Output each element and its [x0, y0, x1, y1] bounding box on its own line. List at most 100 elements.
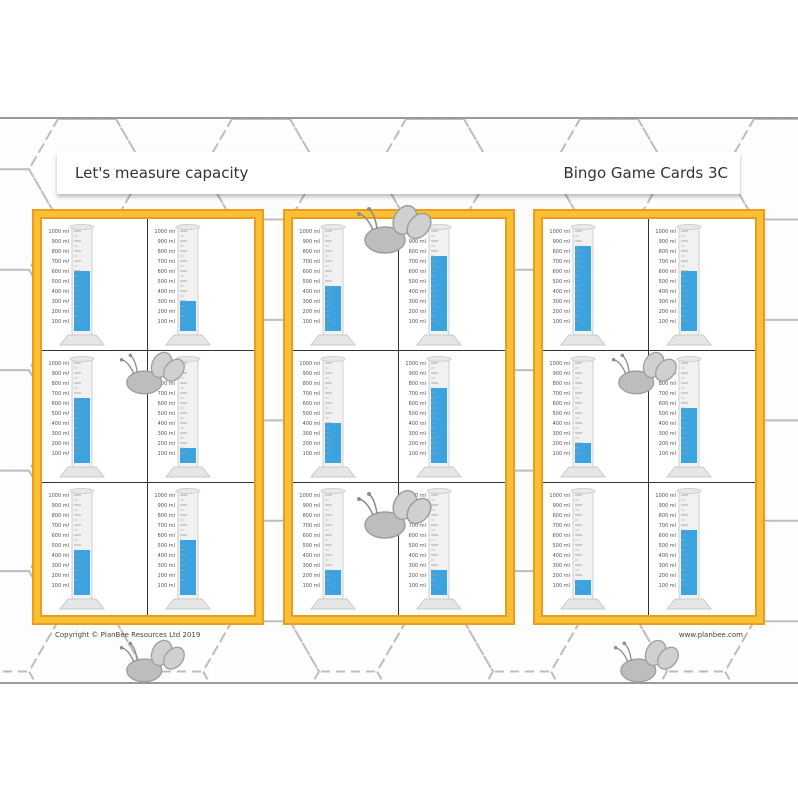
scale-label: 300 ml: [553, 563, 570, 569]
scale-label: 200 ml: [158, 573, 175, 579]
liquid-fill: [325, 286, 341, 331]
scale-label: 900 ml: [409, 239, 426, 245]
scale-label: 800 ml: [303, 249, 320, 255]
header-banner: Let's measure capacity Bingo Game Cards …: [57, 152, 740, 194]
scale-label: 100 ml: [409, 583, 426, 589]
scale-label: 100 ml: [303, 319, 320, 325]
scale-label: 700 ml: [409, 523, 426, 529]
scale-label: 300 ml: [303, 299, 320, 305]
scale-label: 900 ml: [158, 239, 175, 245]
scale-label: 800 ml: [409, 381, 426, 387]
cylinder-rim: [676, 356, 702, 362]
scale-label: 600 ml: [303, 401, 320, 407]
scale-label: 800 ml: [409, 249, 426, 255]
scale-label: 500 ml: [158, 279, 175, 285]
cylinder-rim: [570, 356, 596, 362]
scale-label: 100 ml: [303, 583, 320, 589]
cylinder-base: [559, 334, 607, 346]
liquid-fill: [431, 388, 447, 463]
scale-label: 200 ml: [158, 309, 175, 315]
scale-label: 400 ml: [409, 421, 426, 427]
bee-icon: [611, 351, 680, 395]
scale-label: 400 ml: [553, 421, 570, 427]
cylinder-base: [309, 466, 357, 478]
bee-icon: [613, 639, 682, 682]
scale-label: 800 ml: [158, 249, 175, 255]
scale-label: 300 ml: [158, 563, 175, 569]
scale-label: 200 ml: [553, 441, 570, 447]
bee-icon: [119, 639, 188, 682]
scale-label: 100 ml: [553, 451, 570, 457]
scale-label: 100 ml: [659, 451, 676, 457]
scale-label: 300 ml: [659, 299, 676, 305]
scale-label: 800 ml: [659, 249, 676, 255]
page-title: Let's measure capacity: [75, 164, 249, 182]
scale-label: 600 ml: [303, 533, 320, 539]
cylinder-base: [58, 334, 106, 346]
cylinder-rim: [426, 356, 452, 362]
scale-label: 100 ml: [553, 583, 570, 589]
scale-label: 400 ml: [303, 553, 320, 559]
scale-label: 500 ml: [303, 411, 320, 417]
liquid-fill: [180, 540, 196, 595]
liquid-fill: [180, 448, 196, 463]
cylinder-rim: [320, 488, 346, 494]
bee-icon: [356, 489, 435, 539]
scale-label: 400 ml: [158, 289, 175, 295]
liquid-fill: [325, 570, 341, 595]
scale-label: 900 ml: [553, 503, 570, 509]
scale-label: 200 ml: [52, 441, 69, 447]
cylinder-rim: [320, 356, 346, 362]
liquid-fill: [575, 246, 591, 331]
scale-label: 400 ml: [659, 289, 676, 295]
scale-label: 700 ml: [303, 391, 320, 397]
scale-label: 800 ml: [553, 513, 570, 519]
scale-label: 600 ml: [158, 533, 175, 539]
scale-label: 300 ml: [553, 299, 570, 305]
scale-label: 200 ml: [158, 441, 175, 447]
cylinder-base: [415, 598, 463, 610]
scale-label: 800 ml: [303, 381, 320, 387]
scale-label: 500 ml: [158, 543, 175, 549]
scale-label: 900 ml: [303, 503, 320, 509]
website-text: www.planbee.com: [678, 631, 743, 639]
scale-label: 900 ml: [303, 371, 320, 377]
scale-label: 1000 ml: [48, 493, 69, 499]
scale-label: 600 ml: [659, 401, 676, 407]
scale-label: 500 ml: [52, 279, 69, 285]
scale-label: 800 ml: [52, 381, 69, 387]
scale-label: 300 ml: [553, 431, 570, 437]
scale-label: 500 ml: [659, 411, 676, 417]
cylinder-rim: [676, 224, 702, 230]
scale-label: 100 ml: [158, 583, 175, 589]
scale-label: 800 ml: [303, 513, 320, 519]
scale-label: 200 ml: [303, 573, 320, 579]
scale-label: 500 ml: [158, 411, 175, 417]
scale-label: 900 ml: [158, 503, 175, 509]
scale-label: 1000 ml: [154, 493, 175, 499]
scale-label: 400 ml: [409, 289, 426, 295]
scale-label: 300 ml: [52, 431, 69, 437]
scale-label: 300 ml: [52, 563, 69, 569]
cylinder-base: [665, 598, 713, 610]
scale-label: 300 ml: [52, 299, 69, 305]
cylinder-rim: [69, 356, 95, 362]
